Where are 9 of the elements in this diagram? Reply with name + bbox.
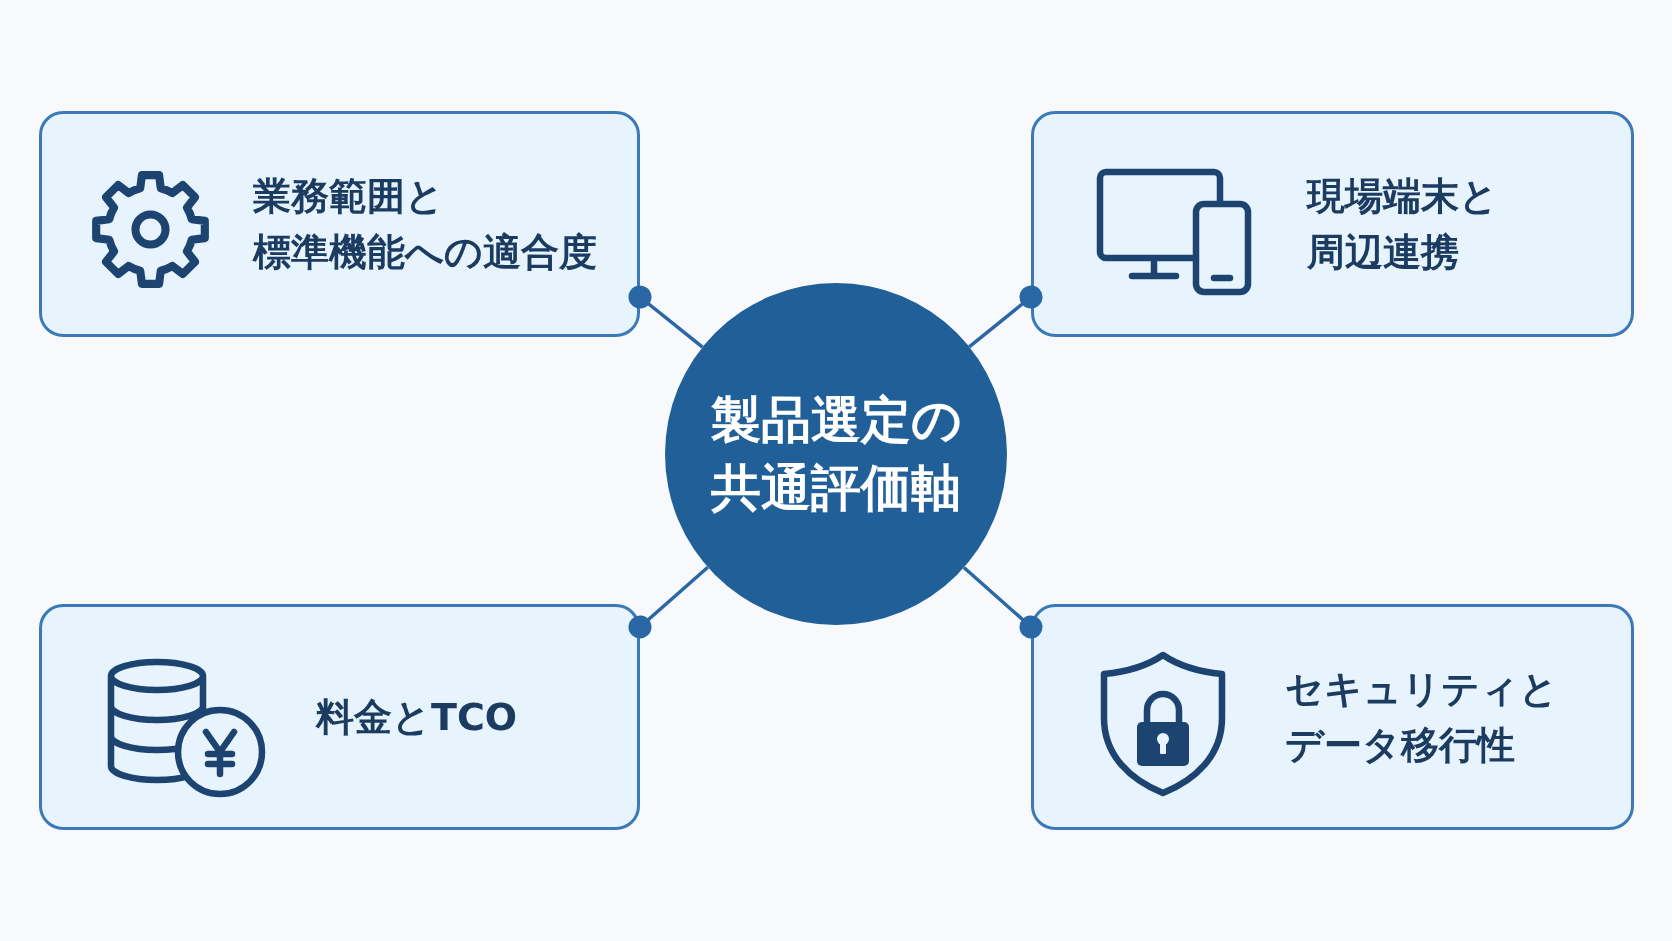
topic-box	[39, 111, 640, 337]
topic-box	[1031, 604, 1634, 830]
topic-label: 料金とTCO	[316, 694, 518, 741]
topic-label: 現場端末と周辺連携	[1307, 173, 1498, 276]
topic-box	[1031, 111, 1634, 337]
topic-label: セキュリティとデータ移行性	[1285, 666, 1558, 769]
topic-box	[39, 604, 640, 830]
center-title: 製品選定の共通評価軸	[710, 390, 962, 519]
topic-label: 業務範囲と標準機能への適合度	[253, 173, 597, 276]
